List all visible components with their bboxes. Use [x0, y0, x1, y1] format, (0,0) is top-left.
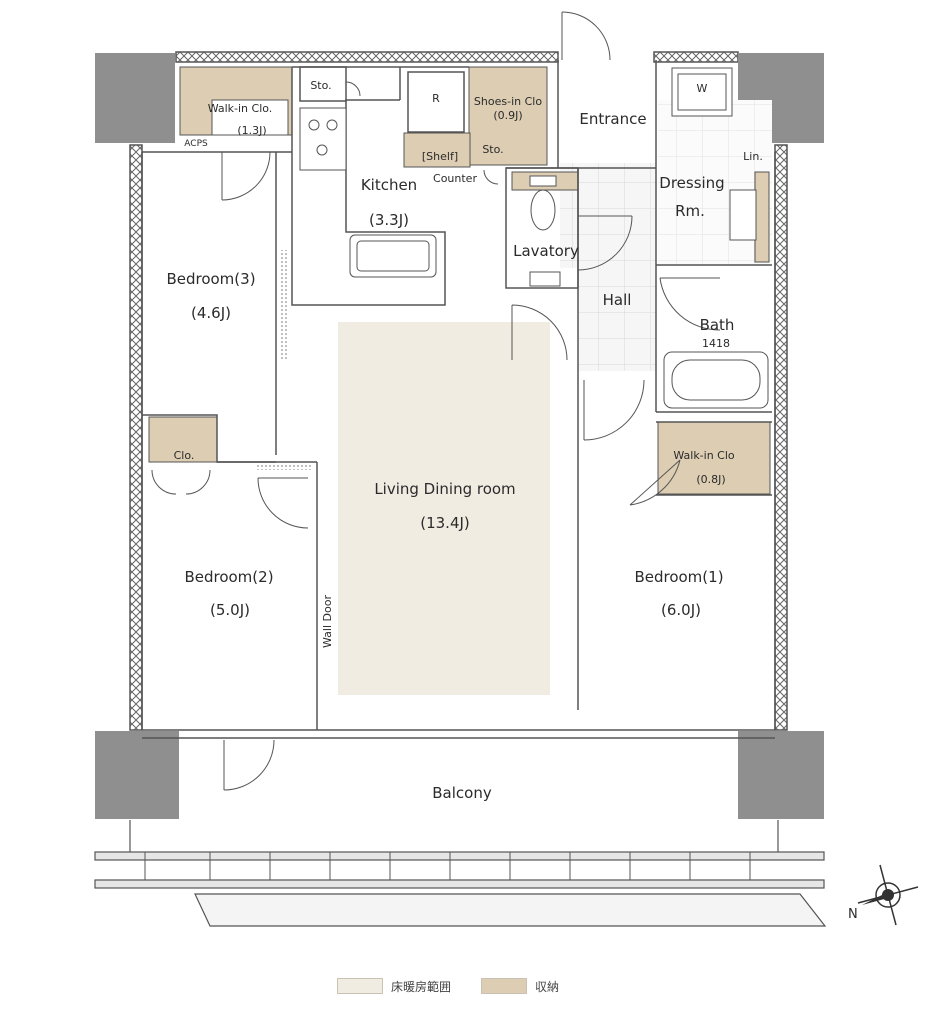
walkin-clo-1-label: Walk-in Clo	[673, 449, 735, 462]
floor-heating-area	[338, 322, 550, 695]
walkin-clo-3-size: (1.3J)	[237, 124, 266, 137]
structural-columns	[95, 53, 824, 819]
hall-tiles	[578, 268, 656, 371]
partition-strip-2	[255, 464, 313, 470]
compass-icon	[857, 864, 919, 926]
dressing-label: Dressing	[659, 174, 724, 192]
legend-item-floor-heating: 床暖房範囲	[337, 978, 451, 995]
railing-posts	[144, 852, 751, 880]
walkin-clo-3-label: Walk-in Clo.	[208, 102, 273, 115]
washer	[671, 67, 733, 117]
bedroom1-label: Bedroom(1)	[634, 568, 723, 586]
wall-door-label: Wall Door	[321, 595, 334, 648]
compass-north-label: N	[848, 907, 858, 922]
room-labels: Walk-in Clo. (1.3J) ACPS Sto. R Shoes-in…	[166, 79, 762, 802]
toilet	[529, 175, 557, 231]
washer-label: W	[697, 82, 708, 95]
legend-label-storage: 収納	[535, 979, 560, 994]
legend-label-floor-heating: 床暖房範囲	[391, 979, 452, 994]
legend-item-storage: 収納	[481, 978, 559, 995]
bedroom3-size: (4.6J)	[191, 304, 231, 322]
shoes-in-clo-size: (0.9J)	[493, 109, 522, 122]
bedroom2-size: (5.0J)	[210, 601, 250, 619]
counter-label: Counter	[433, 172, 477, 185]
walkin-clo-1-size: (0.8J)	[696, 473, 725, 486]
storage-areas	[148, 66, 771, 495]
shoes-in-clo-label: Shoes-in Clo	[474, 95, 542, 108]
entrance-label: Entrance	[579, 110, 646, 128]
balcony-railing	[94, 820, 827, 927]
outer-walls	[129, 51, 788, 731]
kitchen-fixtures	[299, 107, 437, 278]
legend-swatch-floor-heating	[337, 978, 383, 994]
bedroom1-size: (6.0J)	[661, 601, 701, 619]
acps-label: ACPS	[184, 139, 208, 149]
bath-size: 1418	[702, 337, 730, 350]
bath-label: Bath	[700, 316, 735, 334]
hall-label: Hall	[603, 291, 632, 309]
living-dining-label: Living Dining room	[374, 480, 515, 498]
linen-label: Lin.	[743, 150, 763, 163]
sto-label-2: Sto.	[482, 143, 503, 156]
interior-walls	[142, 60, 775, 739]
partition-strip	[281, 250, 287, 360]
legend: 床暖房範囲 収納	[337, 976, 589, 996]
bedroom2-label: Bedroom(2)	[184, 568, 273, 586]
clo-label: Clo.	[174, 449, 195, 462]
bathtub	[663, 351, 769, 409]
bedroom3-label: Bedroom(3)	[166, 270, 255, 288]
legend-swatch-storage	[481, 978, 528, 994]
dressing-basin	[729, 189, 757, 241]
refrigerator-label: R	[432, 92, 440, 105]
doors	[151, 11, 721, 791]
living-dining-size: (13.4J)	[420, 514, 470, 532]
kitchen-size: (3.3J)	[369, 211, 409, 229]
shelf-label: [Shelf]	[422, 150, 458, 163]
kitchen-label: Kitchen	[361, 176, 417, 194]
balcony-label: Balcony	[432, 784, 492, 802]
lavatory-label: Lavatory	[513, 242, 579, 260]
lavatory-sink	[529, 271, 561, 287]
dressing-rm-label: Rm.	[675, 202, 705, 220]
sto-label-1: Sto.	[310, 79, 331, 92]
